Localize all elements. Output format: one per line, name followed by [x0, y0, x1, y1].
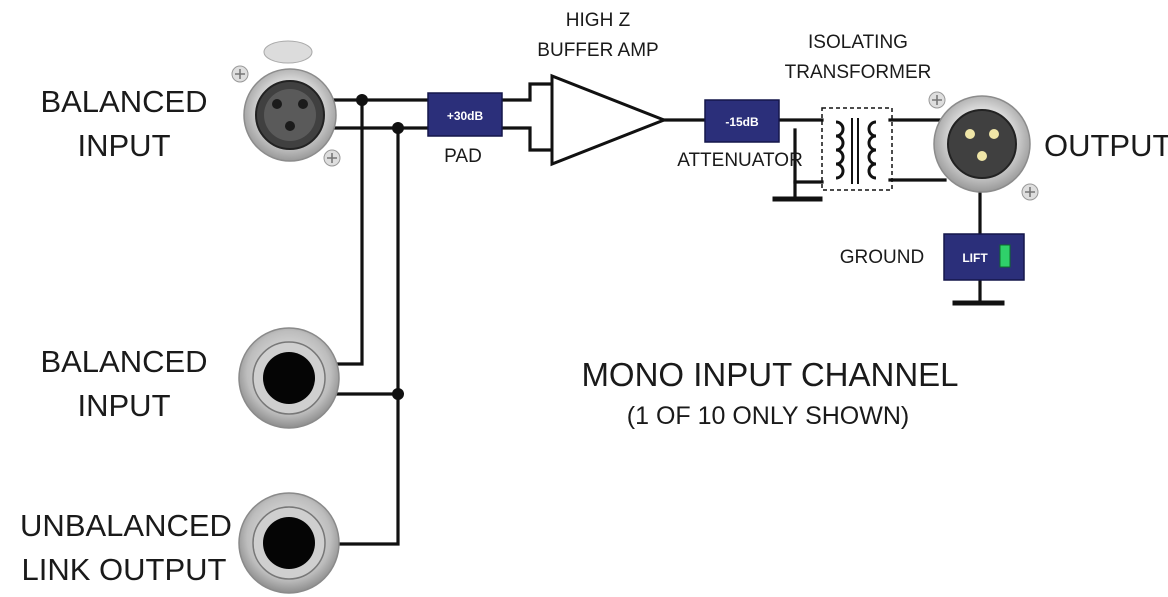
- attenuator-block: -15dB: [704, 99, 780, 143]
- diagram-title: MONO INPUT CHANNEL: [581, 356, 958, 393]
- attenuator-label: ATTENUATOR: [677, 150, 803, 171]
- lift-switch-label: LIFT: [962, 251, 988, 265]
- junction-dot: [392, 388, 404, 400]
- junction-dot: [392, 122, 404, 134]
- output-label: OUTPUT: [1044, 128, 1168, 163]
- pad-value: +30dB: [447, 109, 484, 123]
- jack-input-label-line2: INPUT: [78, 388, 171, 423]
- link-output-jack-connector: [238, 492, 340, 594]
- pad-label: PAD: [444, 146, 482, 167]
- buffer-amp-label-line1: HIGH Z: [566, 10, 631, 31]
- link-output-label-line1: UNBALANCED: [20, 508, 232, 543]
- junction-dots: [356, 94, 404, 400]
- isolating-transformer-symbol: [821, 107, 893, 191]
- xlr-input-label-line1: BALANCED: [40, 84, 207, 119]
- xlr-output-connector: [928, 91, 1039, 201]
- lift-indicator-led: [999, 244, 1011, 268]
- xlr-input-label-line2: INPUT: [78, 128, 171, 163]
- pad-block: +30dB: [427, 92, 503, 137]
- ground-label: GROUND: [840, 247, 924, 268]
- attenuator-value: -15dB: [725, 115, 759, 129]
- transformer-label-line1: ISOLATING: [808, 32, 908, 53]
- buffer-amp-triangle: [550, 73, 669, 167]
- jack-input-label-line1: BALANCED: [40, 344, 207, 379]
- diagram-subtitle: (1 OF 10 ONLY SHOWN): [627, 402, 909, 430]
- link-output-label-line2: LINK OUTPUT: [22, 552, 227, 587]
- transformer-label-line2: TRANSFORMER: [785, 62, 932, 83]
- wiring: [316, 82, 1005, 546]
- xlr-input-connector: [231, 40, 341, 167]
- balanced-jack-connector: [238, 327, 340, 429]
- junction-dot: [356, 94, 368, 106]
- ground-lift-switch[interactable]: LIFT: [943, 233, 1025, 281]
- buffer-amp-label-line2: BUFFER AMP: [537, 40, 658, 61]
